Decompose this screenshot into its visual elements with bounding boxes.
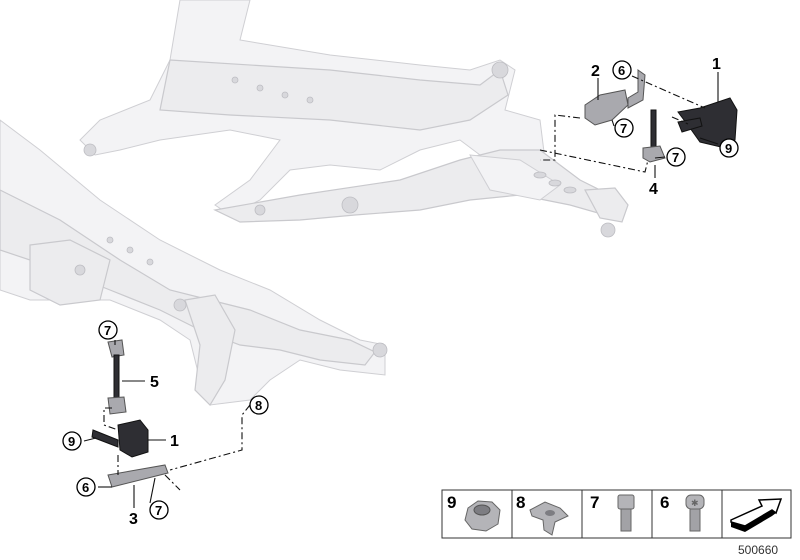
callout-3: 3 (129, 511, 138, 528)
callout-7: 7 (104, 323, 111, 338)
bracket-part-5-top (107, 339, 125, 358)
bracket-part-3 (107, 464, 169, 488)
callout-6: 6 (618, 63, 625, 78)
callout-4: 4 (649, 181, 658, 198)
bracket-arm-part-2 (627, 69, 646, 109)
torx-screw-icon: ✱ (685, 494, 705, 532)
callout-8: 8 (255, 398, 262, 413)
callout-7: 7 (672, 150, 679, 165)
bracket-part-2 (584, 89, 629, 126)
sensor-part-1 (677, 97, 738, 149)
legend-number-6: 6 (660, 493, 669, 512)
hex-nut-icon (464, 500, 501, 532)
callout-5: 5 (150, 374, 159, 391)
callouts-top: 2 6 1 7 9 7 4 (591, 56, 739, 198)
coupling-rod-part-5 (113, 354, 120, 401)
sensor-part-1-bottom (117, 419, 149, 458)
callout-2: 2 (591, 63, 600, 80)
front-subframe-drawing (79, 0, 629, 238)
callout-1: 1 (712, 56, 721, 73)
callout-9: 9 (68, 434, 75, 449)
clip-nut-icon (529, 501, 569, 536)
callout-1: 1 (170, 433, 179, 450)
legend-number-7: 7 (590, 493, 599, 512)
callout-9: 9 (725, 141, 732, 156)
rear-subframe-drawing (0, 119, 388, 406)
top-sensor-parts (584, 69, 738, 163)
direction-arrow-icon (730, 498, 783, 532)
legend-number-8: 8 (516, 493, 525, 512)
parts-legend: 9 8 7 6 ✱ 500660 (441, 489, 792, 557)
svg-text:✱: ✱ (691, 499, 699, 509)
coupling-rod-part-4 (650, 109, 657, 149)
callouts-bottom: 7 5 8 9 1 6 3 7 (62, 320, 269, 528)
callout-7: 7 (620, 121, 627, 136)
legend-number-9: 9 (447, 493, 456, 512)
bracket-part-4 (642, 145, 666, 163)
diagram-code: 500660 (738, 543, 778, 557)
hex-bolt-icon (617, 494, 635, 532)
leader-lines (83, 72, 719, 508)
bottom-sensor-parts (91, 339, 169, 488)
callout-7: 7 (155, 503, 162, 518)
callout-6: 6 (82, 480, 89, 495)
